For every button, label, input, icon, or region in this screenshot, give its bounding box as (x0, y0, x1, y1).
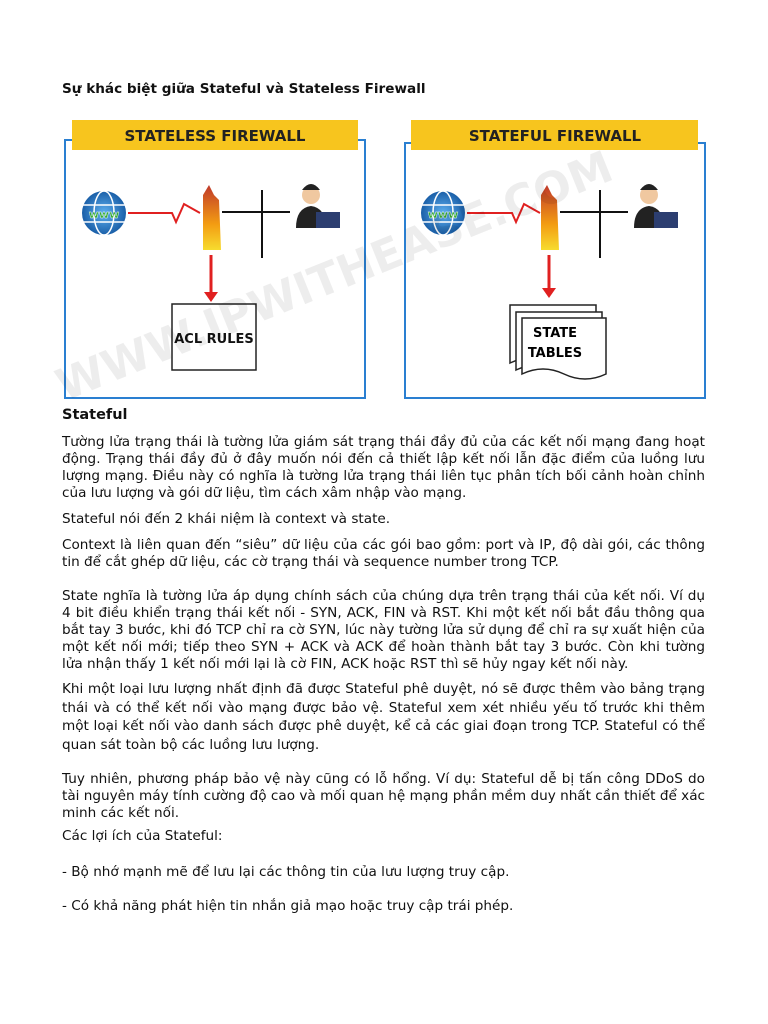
page-title: Sự khác biệt giữa Stateful và Stateless … (62, 81, 426, 97)
paragraph: Các lợi ích của Stateful: (62, 828, 223, 844)
stateless-panel: STATELESS FIREWALL www ACL RULES (64, 120, 366, 399)
paragraph: State nghĩa là tường lửa áp dụng chính s… (62, 588, 705, 672)
list-item: - Bộ nhớ mạnh mẽ để lưu lại các thông ti… (62, 864, 510, 880)
paragraph: Tuy nhiên, phương pháp bảo vệ này cũng c… (62, 771, 705, 821)
stateful-header: STATEFUL FIREWALL (469, 127, 642, 145)
svg-text:www: www (428, 208, 459, 221)
section-heading: Stateful (62, 407, 128, 423)
svg-text:STATE: STATE (533, 326, 577, 341)
paragraph: Stateful nói đến 2 khái niệm là context … (62, 511, 391, 527)
paragraph: Tường lửa trạng thái là tường lửa giám s… (62, 434, 705, 501)
globe-icon (82, 191, 126, 235)
stateful-panel: STATEFUL FIREWALL www STATE TABLES (404, 120, 706, 399)
globe-icon (421, 191, 465, 235)
paragraph: Context là liên quan đến “siêu” dữ liệu … (62, 537, 705, 570)
firewall-icon (203, 185, 221, 250)
user-computer-icon (296, 184, 340, 228)
firewall-icon (541, 185, 559, 250)
paragraph: Khi một loại lưu lượng nhất định đã được… (62, 681, 705, 753)
list-item: - Có khả năng phát hiện tin nhắn giả mạo… (62, 898, 514, 914)
acl-rules-box: ACL RULES (174, 332, 254, 347)
stateless-header: STATELESS FIREWALL (125, 127, 306, 145)
svg-text:www: www (89, 208, 120, 221)
state-tables-icon (509, 304, 607, 380)
user-computer-icon (634, 184, 678, 228)
svg-text:TABLES: TABLES (528, 346, 582, 361)
firewall-comparison-figure: STATELESS FIREWALL www ACL RULES STATEFU… (49, 120, 706, 405)
